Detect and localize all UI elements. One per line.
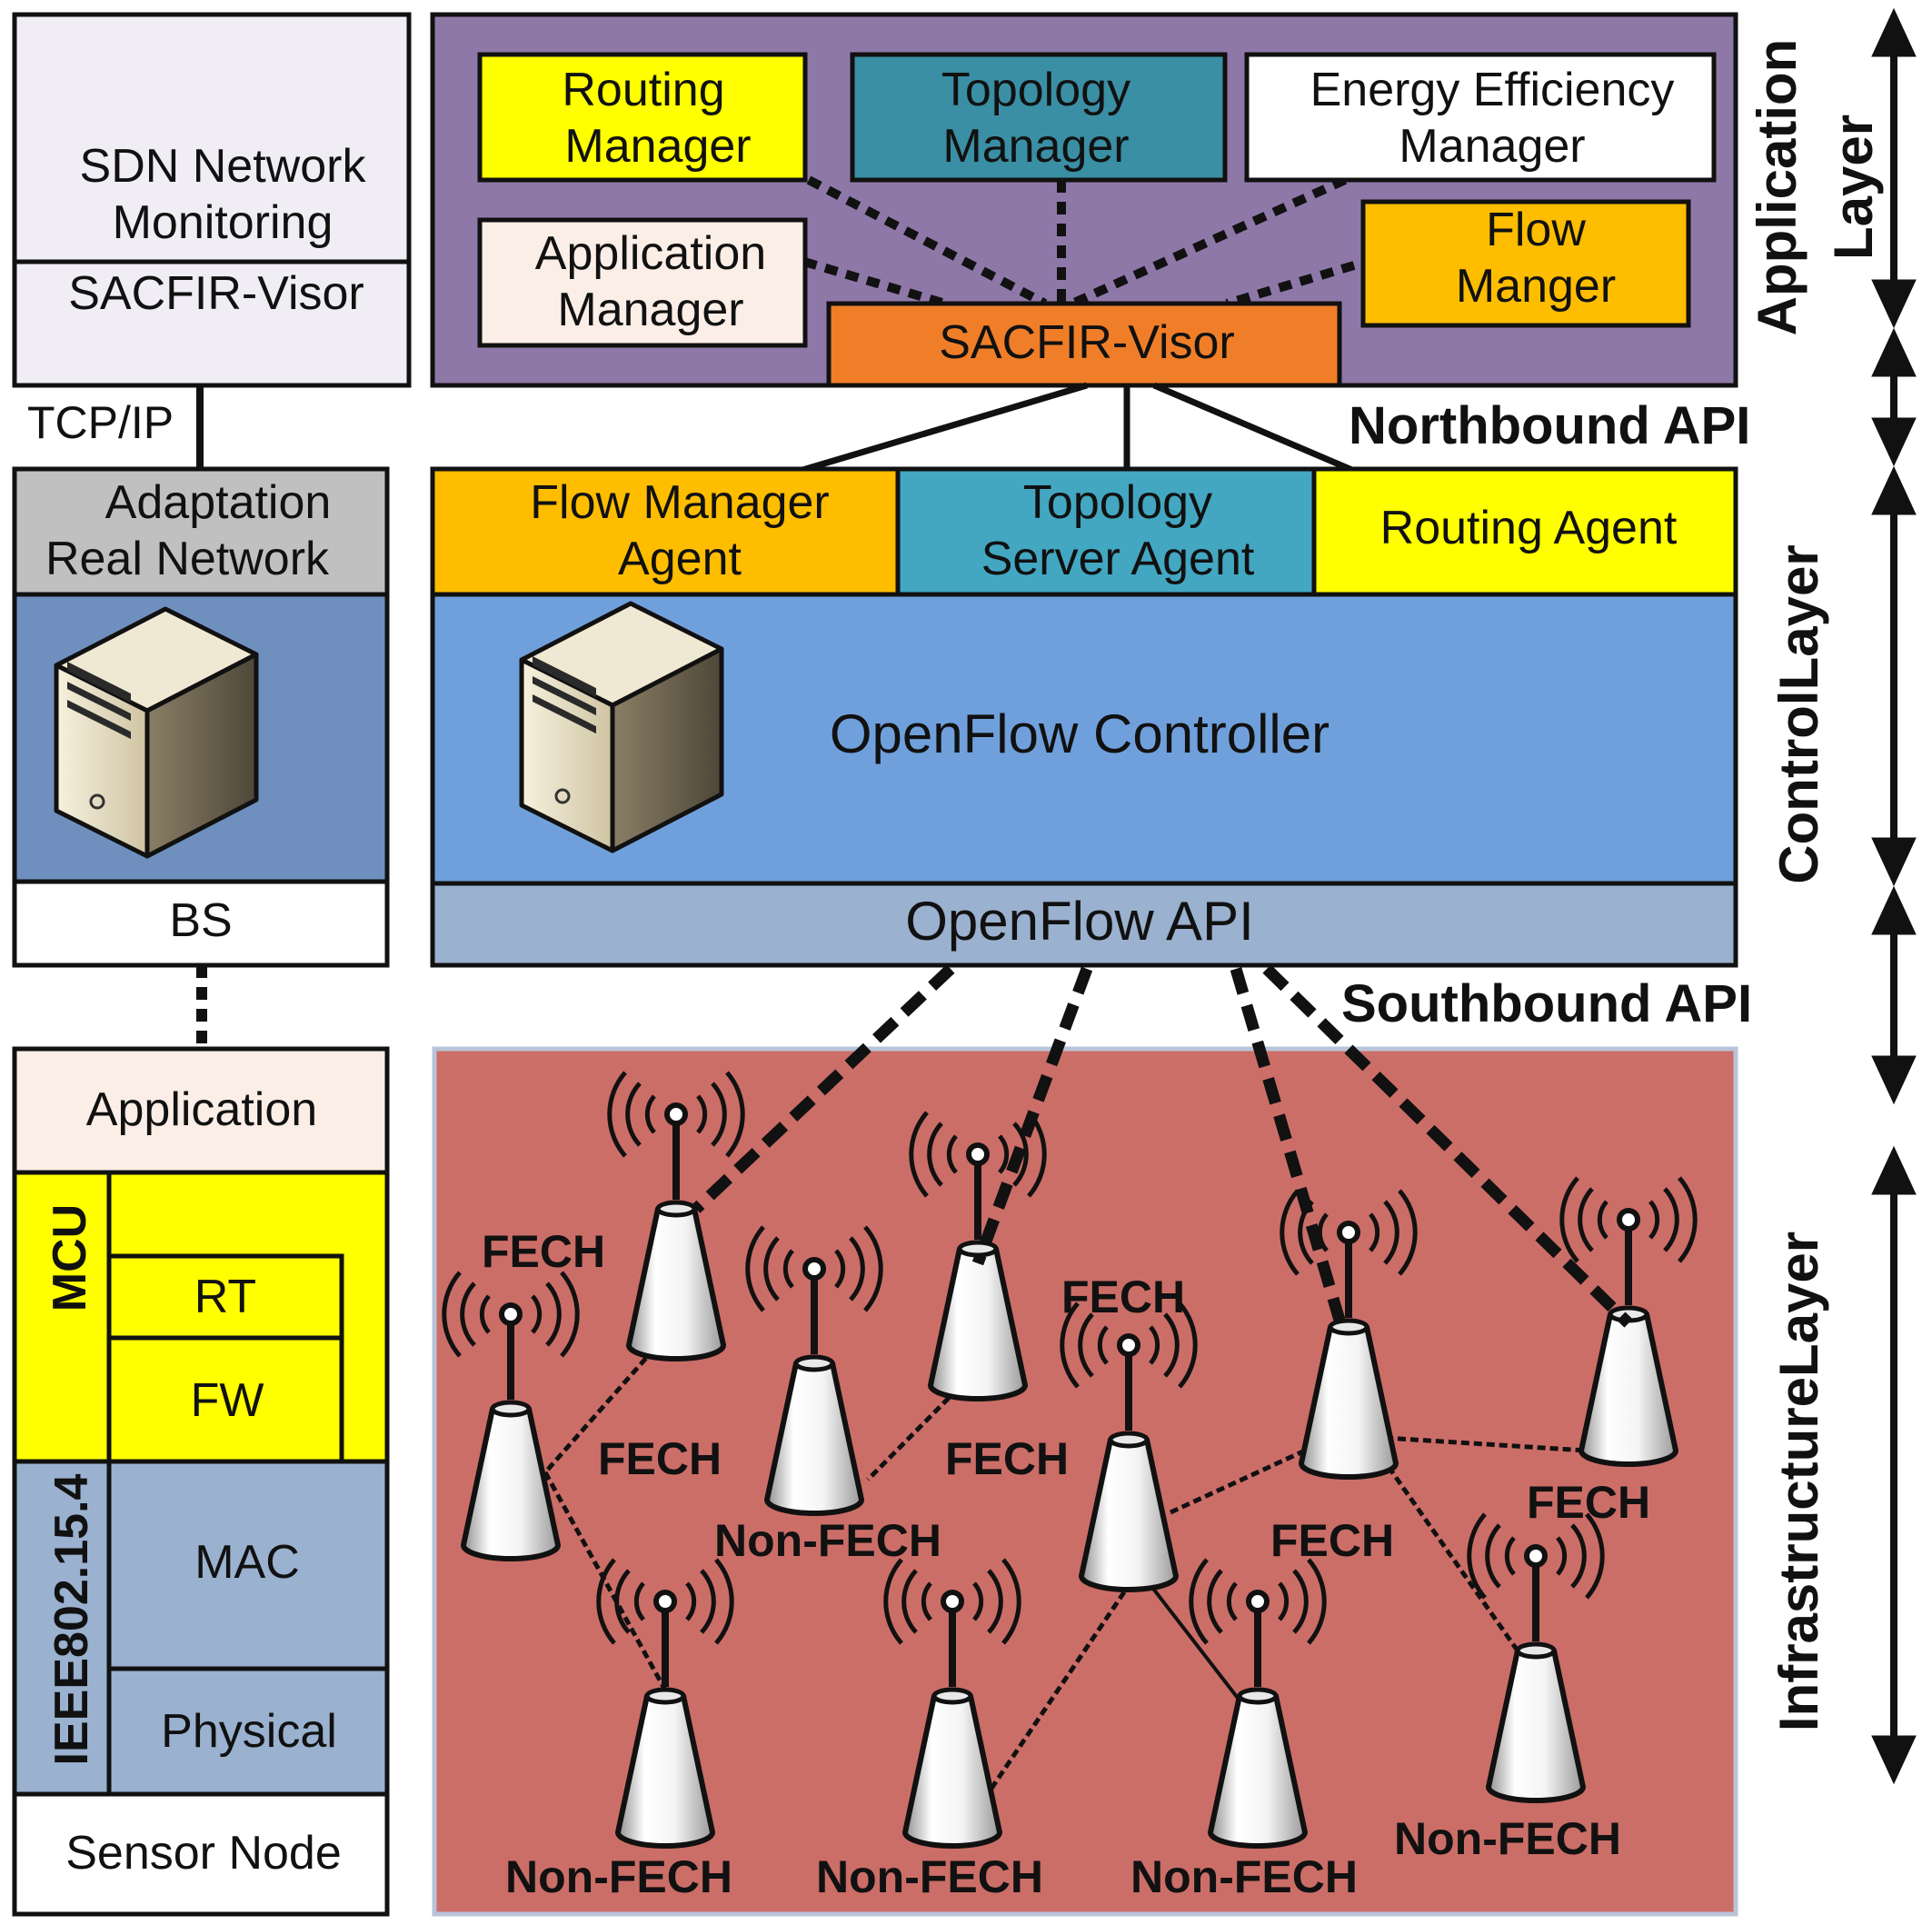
- sdn-network-monitoring-box: SDN Network Monitoring: [12, 12, 412, 264]
- arrow-head-down: [1871, 1735, 1917, 1785]
- topology-manager-line2: Manager: [942, 120, 1129, 173]
- side-infrastructure-layer: InfrastructureLayer: [1768, 1232, 1829, 1731]
- left-visor-label: SACFIR-Visor: [68, 267, 364, 320]
- adaptation-label-line2: Real Network: [45, 533, 330, 585]
- arrow-head-down: [1871, 837, 1917, 887]
- side-labels: Application Layer ControlLayer Infrastru…: [1747, 39, 1884, 1731]
- openflow-api-box: OpenFlow API: [430, 881, 1738, 968]
- app-visor-box: SACFIR-Visor: [826, 301, 1342, 388]
- topology-agent-line1: Topology: [1023, 476, 1212, 529]
- monitoring-label-line1: SDN Network: [80, 140, 367, 193]
- energy-manager-line2: Manager: [1399, 120, 1585, 173]
- layer-span-arrows: [1871, 7, 1917, 1785]
- topology-agent-line2: Server Agent: [981, 533, 1255, 585]
- application-layer: Routing Manager Topology Manager Energy …: [430, 12, 1738, 388]
- arrow-head-down: [1871, 1055, 1917, 1105]
- node-label: Non-FECH: [714, 1515, 941, 1566]
- routing-manager-line2: Manager: [564, 120, 751, 173]
- flow-manager-line2: Manger: [1456, 260, 1616, 313]
- sensor-application-label: Application: [86, 1083, 317, 1136]
- routing-agent-label: Routing Agent: [1380, 502, 1678, 554]
- node-label: FECH: [1527, 1477, 1650, 1528]
- bs-label: BS: [169, 894, 232, 947]
- application-manager-line1: Application: [535, 227, 766, 280]
- node-label: Non-FECH: [816, 1851, 1043, 1902]
- arrow-head-up: [1871, 465, 1917, 515]
- application-manager-line2: Manager: [557, 284, 743, 336]
- arrow-head-up: [1871, 7, 1917, 57]
- node-label: FECH: [945, 1433, 1069, 1484]
- application-manager-box: Application Manager: [477, 217, 808, 348]
- adaptation-label-line1: Adaptation: [105, 476, 332, 529]
- openflow-api-label: OpenFlow API: [905, 891, 1254, 952]
- side-application-line2: Layer: [1823, 115, 1884, 260]
- energy-manager-line1: Energy Efficiency: [1310, 64, 1675, 116]
- arrow-head-up: [1871, 327, 1917, 377]
- flow-agent-line1: Flow Manager: [530, 476, 829, 529]
- node-label: Non-FECH: [1130, 1851, 1358, 1902]
- adaptation-real-network-box: Adaptation Real Network: [12, 466, 390, 597]
- arrow-head-down: [1871, 417, 1917, 467]
- routing-manager-box: Routing Manager: [477, 52, 808, 183]
- flow-manager-box: Flow Manger: [1360, 199, 1691, 328]
- northbound-api-label: Northbound API: [1349, 396, 1750, 455]
- node-link-solid: [1149, 1583, 1245, 1707]
- node-labels: FECH FECH FECH FECH FECH FECH Non-FECH N…: [482, 1226, 1650, 1902]
- routing-manager-line1: Routing: [562, 64, 724, 116]
- topology-manager-box: Topology Manager: [850, 52, 1228, 183]
- arrow-head-up: [1871, 885, 1917, 935]
- node-label: FECH: [598, 1433, 722, 1484]
- side-control-layer: ControlLayer: [1768, 544, 1829, 883]
- flow-manager-line1: Flow: [1486, 204, 1586, 256]
- fw-label: FW: [191, 1374, 264, 1427]
- arrow-head-up: [1871, 1145, 1917, 1195]
- southbound-api-label: Southbound API: [1341, 974, 1752, 1033]
- physical-label: Physical: [161, 1705, 337, 1758]
- mcu-label: MCU: [44, 1204, 96, 1312]
- rt-label: RT: [194, 1271, 256, 1323]
- left-visor-box: SACFIR-Visor: [12, 259, 412, 388]
- node-label: FECH: [482, 1226, 605, 1277]
- openflow-controller-box: OpenFlow Controller: [430, 592, 1738, 886]
- arrow-head-down: [1871, 279, 1917, 329]
- infrastructure-layer: FECH FECH FECH FECH FECH FECH Non-FECH N…: [432, 964, 1738, 1917]
- node-label: FECH: [1270, 1515, 1394, 1566]
- control-layer: Flow Manager Agent Topology Server Agent…: [430, 466, 1738, 968]
- node-label: FECH: [1061, 1272, 1185, 1322]
- mac-label: MAC: [194, 1536, 300, 1589]
- flow-manager-agent-box: Flow Manager Agent: [430, 466, 901, 597]
- base-station-box: [12, 592, 390, 884]
- southbound-links: [692, 964, 1633, 1334]
- ieee-label: IEEE802.15.4: [45, 1473, 98, 1765]
- monitoring-label-line2: Monitoring: [113, 196, 334, 249]
- bs-label-box: BS: [12, 879, 390, 968]
- energy-efficiency-manager-box: Energy Efficiency Manager: [1244, 52, 1717, 183]
- flow-agent-line2: Agent: [618, 533, 742, 585]
- northbound-links: [799, 382, 1356, 474]
- node-label: Non-FECH: [1394, 1813, 1621, 1864]
- sensor-node-stack: Application MCU RT FW IEEE802.15.4 MAC P…: [12, 1046, 390, 1917]
- node-label: Non-FECH: [505, 1851, 732, 1902]
- app-visor-label: SACFIR-Visor: [939, 316, 1235, 369]
- manager-links: [802, 175, 1356, 308]
- topology-server-agent-box: Topology Server Agent: [895, 466, 1317, 597]
- topology-manager-line1: Topology: [941, 64, 1130, 116]
- side-application-line1: Application: [1747, 39, 1808, 336]
- openflow-controller-label: OpenFlow Controller: [830, 703, 1329, 764]
- sensor-node-label: Sensor Node: [65, 1827, 342, 1880]
- tcpip-label: TCP/IP: [27, 397, 174, 448]
- routing-agent-box: Routing Agent: [1311, 466, 1738, 597]
